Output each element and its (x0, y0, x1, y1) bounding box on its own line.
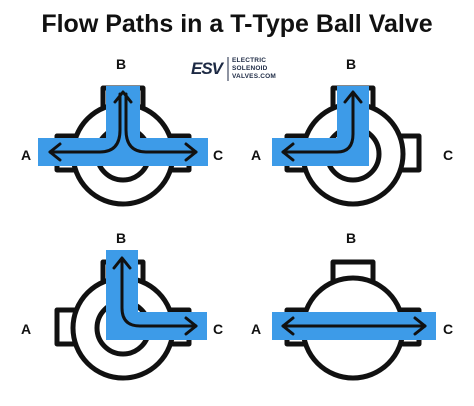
valve-bc-port-b: B (116, 230, 127, 246)
esv-logo-text: ELECTRIC SOLENOID VALVES.COM (232, 57, 276, 81)
valve-ac-port-b: B (346, 230, 357, 246)
valve-bc: B A C (0, 224, 237, 394)
valve-ab-port-a: A (251, 147, 262, 163)
svg-text:ESV: ESV (191, 59, 225, 78)
esv-logo: ESV ELECTRIC SOLENOID VALVES.COM (190, 54, 286, 84)
valve-ab-port-c: C (443, 147, 454, 163)
valve-bc-port-c: C (213, 321, 224, 337)
diagram-title: Flow Paths in a T-Type Ball Valve (41, 10, 433, 38)
valve-abc-port-a: A (21, 147, 32, 163)
logo-line-3: VALVES.COM (232, 73, 277, 80)
valve-ab: B A C (237, 50, 474, 220)
valve-abc-port-b: B (116, 56, 127, 72)
valve-ac-port-a: A (251, 321, 262, 337)
valve-abc: B A C (0, 50, 237, 220)
valve-ab-port-b: B (346, 56, 357, 72)
esv-logo-mark: ESV (191, 57, 229, 81)
valve-ac: B A C (237, 224, 474, 394)
valve-bc-port-a: A (21, 321, 32, 337)
valve-abc-port-c: C (213, 147, 224, 163)
valve-ac-port-c: C (443, 321, 454, 337)
logo-line-1: ELECTRIC (232, 57, 267, 64)
logo-line-2: SOLENOID (232, 65, 268, 72)
